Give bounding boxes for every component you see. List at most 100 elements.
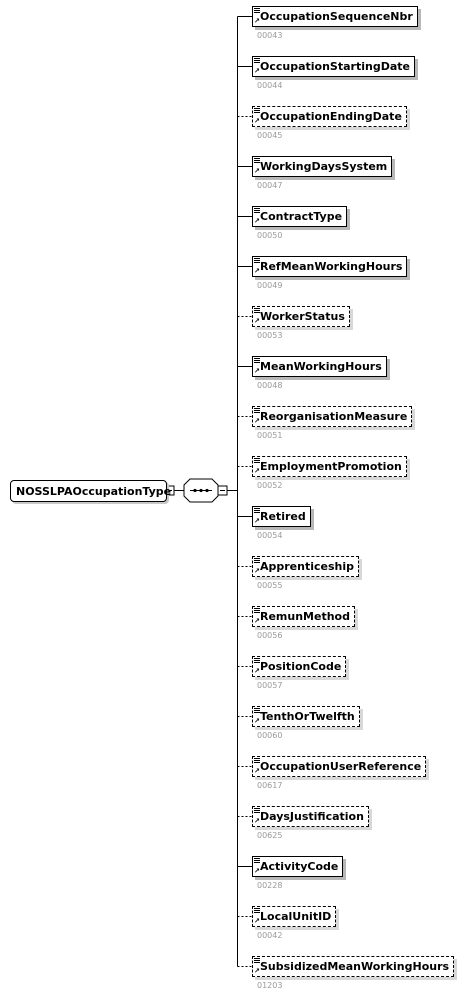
element-box[interactable]: ↗DaysJustification	[252, 806, 369, 827]
reference-arrow-icon: ↗	[254, 667, 260, 675]
element-icon	[254, 858, 260, 863]
reference-arrow-icon: ↗	[254, 167, 260, 175]
element-id: 00049	[257, 281, 283, 290]
element-box[interactable]: ↗EmploymentPromotion	[252, 456, 407, 477]
element-box[interactable]: ↗Retired	[252, 506, 311, 527]
element-icon	[254, 958, 260, 963]
element-name: Apprenticeship	[260, 560, 355, 573]
element-id: 00228	[257, 881, 283, 890]
element-icon	[254, 758, 260, 763]
element-name: ContractType	[260, 210, 343, 223]
element-name: OccupationEndingDate	[260, 110, 402, 123]
element-id: 00625	[257, 831, 283, 840]
element-icon	[254, 608, 260, 613]
element-box[interactable]: ↗ReorganisationMeasure	[252, 406, 413, 427]
reference-arrow-icon: ↗	[254, 867, 260, 875]
element-box[interactable]: ↗RemunMethod	[252, 606, 355, 627]
reference-arrow-icon: ↗	[254, 917, 260, 925]
reference-arrow-icon: ↗	[254, 717, 260, 725]
element-name: PositionCode	[260, 660, 342, 673]
element-box[interactable]: ↗OccupationStartingDate	[252, 56, 415, 77]
element-id: 00047	[257, 181, 283, 190]
element-icon	[254, 208, 260, 213]
element-box[interactable]: ↗OccupationSequenceNbr	[252, 6, 418, 27]
element-icon	[254, 58, 260, 63]
element-name: MeanWorkingHours	[260, 360, 382, 373]
reference-arrow-icon: ↗	[254, 17, 260, 25]
element-id: 00053	[257, 331, 283, 340]
element-id: 00048	[257, 381, 283, 390]
element-name: EmploymentPromotion	[260, 460, 402, 473]
reference-arrow-icon: ↗	[254, 367, 260, 375]
element-box[interactable]: ↗PositionCode	[252, 656, 347, 677]
element-name: RemunMethod	[260, 610, 350, 623]
element-id: 00044	[257, 81, 283, 90]
element-name: OccupationUserReference	[260, 760, 422, 773]
element-icon	[254, 308, 260, 313]
reference-arrow-icon: ↗	[254, 67, 260, 75]
element-name: ReorganisationMeasure	[260, 410, 408, 423]
reference-arrow-icon: ↗	[254, 567, 260, 575]
reference-arrow-icon: ↗	[254, 817, 260, 825]
element-icon	[254, 358, 260, 363]
element-box[interactable]: ↗WorkerStatus	[252, 306, 350, 327]
element-icon	[254, 408, 260, 413]
element-name: WorkingDaysSystem	[260, 160, 388, 173]
element-box[interactable]: ↗ActivityCode	[252, 856, 344, 877]
element-icon	[254, 658, 260, 663]
element-icon	[254, 108, 260, 113]
element-box[interactable]: ↗OccupationUserReference	[252, 756, 427, 777]
element-icon	[254, 8, 260, 13]
element-name: WorkerStatus	[260, 310, 345, 323]
element-id: 00060	[257, 731, 283, 740]
reference-arrow-icon: ↗	[254, 517, 260, 525]
element-id: 00617	[257, 781, 283, 790]
reference-arrow-icon: ↗	[254, 267, 260, 275]
element-box[interactable]: ↗OccupationEndingDate	[252, 106, 407, 127]
element-box[interactable]: ↗RefMeanWorkingHours	[252, 256, 408, 277]
element-name: RefMeanWorkingHours	[260, 260, 403, 273]
element-icon	[254, 808, 260, 813]
root-type-box[interactable]: NOSSLPAOccupationType	[10, 480, 171, 502]
element-icon	[254, 558, 260, 563]
element-id: 00045	[257, 131, 283, 140]
element-name: LocalUnitID	[260, 910, 332, 923]
element-id: 00042	[257, 931, 283, 940]
element-icon	[254, 158, 260, 163]
reference-arrow-icon: ↗	[254, 417, 260, 425]
element-id: 00050	[257, 231, 283, 240]
element-name: ActivityCode	[260, 860, 339, 873]
element-name: SubsidizedMeanWorkingHours	[260, 960, 450, 973]
element-name: DaysJustification	[260, 810, 364, 823]
element-id: 00056	[257, 631, 283, 640]
root-type-label: NOSSLPAOccupationType	[16, 484, 172, 498]
element-id: 00054	[257, 531, 283, 540]
element-id: 00051	[257, 431, 283, 440]
sequence-collapse-toggle[interactable]	[217, 485, 228, 496]
element-box[interactable]: ↗Apprenticeship	[252, 556, 360, 577]
reference-arrow-icon: ↗	[254, 767, 260, 775]
element-box[interactable]: ↗SubsidizedMeanWorkingHours	[252, 956, 455, 977]
element-box[interactable]: ↗WorkingDaysSystem	[252, 156, 393, 177]
reference-arrow-icon: ↗	[254, 117, 260, 125]
element-name: OccupationSequenceNbr	[260, 10, 413, 23]
element-name: Retired	[260, 510, 306, 523]
element-box[interactable]: ↗MeanWorkingHours	[252, 356, 387, 377]
element-name: TenthOrTwelfth	[260, 710, 355, 723]
reference-arrow-icon: ↗	[254, 617, 260, 625]
element-id: 01203	[257, 981, 283, 990]
element-id: 00052	[257, 481, 283, 490]
element-box[interactable]: ↗TenthOrTwelfth	[252, 706, 360, 727]
sequence-compositor-icon	[183, 478, 219, 503]
reference-arrow-icon: ↗	[254, 317, 260, 325]
element-box[interactable]: ↗ContractType	[252, 206, 348, 227]
element-name: OccupationStartingDate	[260, 60, 410, 73]
element-box[interactable]: ↗LocalUnitID	[252, 906, 337, 927]
element-icon	[254, 908, 260, 913]
element-icon	[254, 458, 260, 463]
reference-arrow-icon: ↗	[254, 967, 260, 975]
reference-arrow-icon: ↗	[254, 467, 260, 475]
element-icon	[254, 508, 260, 513]
